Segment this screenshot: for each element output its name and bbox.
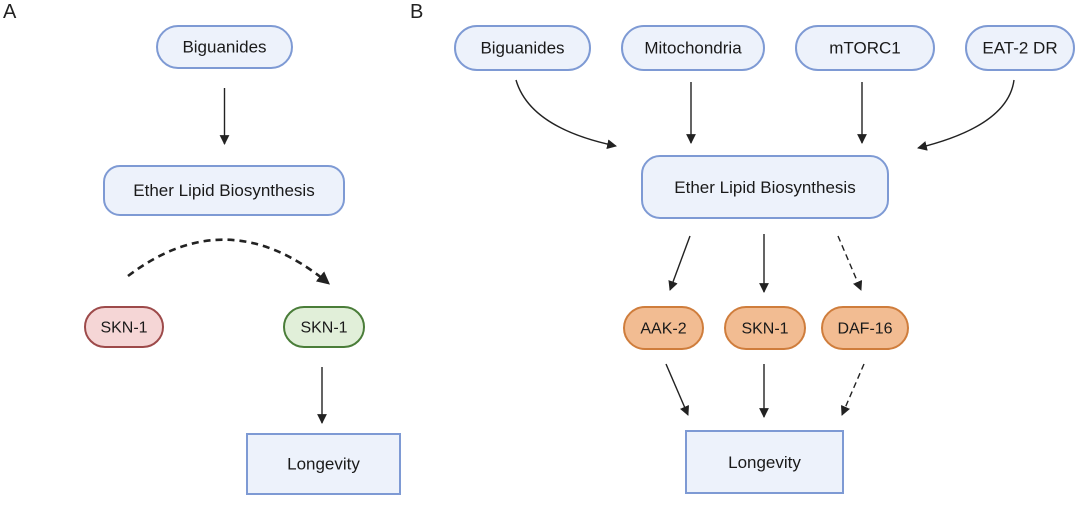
b-node-mtorc1: mTORC1 xyxy=(795,25,935,71)
b-node-eat2-dr-label: EAT-2 DR xyxy=(982,39,1057,58)
b-node-eat2-dr: EAT-2 DR xyxy=(965,25,1075,71)
b-node-longevity-label: Longevity xyxy=(728,453,801,472)
b-node-aak2: AAK-2 xyxy=(623,306,704,350)
b-node-ether-lipid: Ether Lipid Biosynthesis xyxy=(641,155,889,219)
b-node-biguanides: Biguanides xyxy=(454,25,591,71)
b-node-daf16-label: DAF-16 xyxy=(837,321,892,338)
b-arrow-aak2-to-longevity xyxy=(665,363,690,416)
b-arrow-eat2-to-ether xyxy=(917,79,1015,151)
b-node-skn1: SKN-1 xyxy=(724,306,806,350)
a-node-skn1-inactive-label: SKN-1 xyxy=(100,320,147,337)
a-node-biguanides: Biguanides xyxy=(156,25,293,69)
b-node-mitochondria: Mitochondria xyxy=(621,25,765,71)
b-node-skn1-label: SKN-1 xyxy=(741,321,788,338)
a-node-skn1-active-label: SKN-1 xyxy=(300,320,347,337)
panel-b-label: B xyxy=(410,1,423,23)
a-node-ether-lipid-label: Ether Lipid Biosynthesis xyxy=(133,181,314,200)
b-node-daf16: DAF-16 xyxy=(821,306,909,350)
b-arrow-biguanides-to-ether xyxy=(515,79,617,149)
b-node-longevity: Longevity xyxy=(685,430,844,494)
b-node-biguanides-label: Biguanides xyxy=(480,39,564,58)
b-node-mitochondria-label: Mitochondria xyxy=(644,39,742,58)
a-arrow-skn1-activation xyxy=(127,238,331,285)
b-arrow-daf16-to-longevity xyxy=(840,363,865,416)
a-node-skn1-active: SKN-1 xyxy=(283,306,365,348)
b-arrow-ether-to-aak2 xyxy=(668,235,691,291)
a-node-ether-lipid: Ether Lipid Biosynthesis xyxy=(103,165,345,216)
b-node-ether-lipid-label: Ether Lipid Biosynthesis xyxy=(674,178,855,197)
panel-a-label: A xyxy=(3,1,17,23)
a-node-longevity: Longevity xyxy=(246,433,401,495)
b-node-aak2-label: AAK-2 xyxy=(640,321,686,338)
a-node-longevity-label: Longevity xyxy=(287,455,360,474)
a-node-biguanides-label: Biguanides xyxy=(182,38,266,57)
b-arrow-ether-to-daf16 xyxy=(837,235,863,291)
a-node-skn1-inactive: SKN-1 xyxy=(84,306,164,348)
b-node-mtorc1-label: mTORC1 xyxy=(829,39,900,58)
